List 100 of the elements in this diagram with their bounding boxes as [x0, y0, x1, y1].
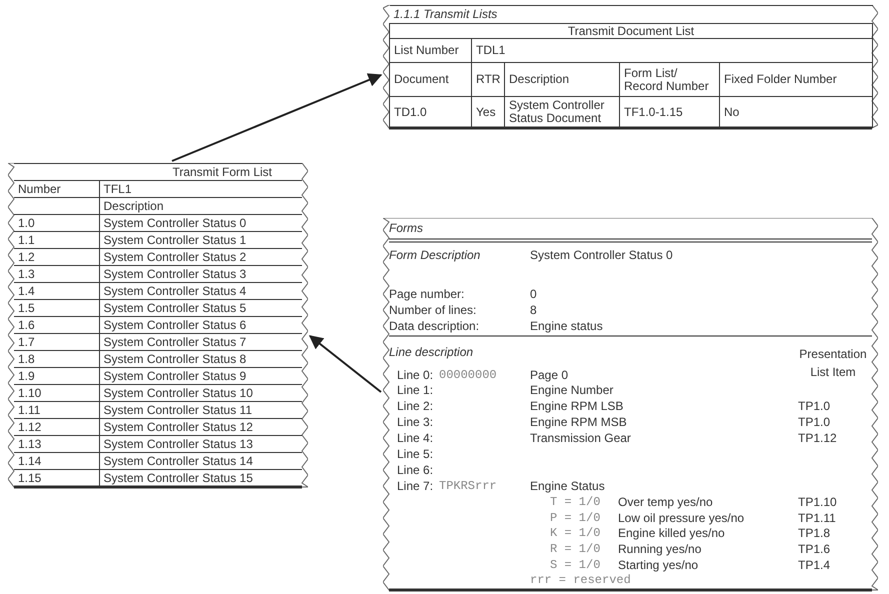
table-text: System Controller Status 9: [104, 368, 246, 382]
field-text: Page number:: [389, 287, 464, 302]
table-text: System Controller Status 14: [104, 454, 253, 468]
table-text: System Controller Status 1: [104, 232, 246, 246]
table-text: 1.12: [18, 420, 42, 434]
field-text: Engine Status: [530, 479, 605, 494]
field-text: TP1.0: [798, 415, 830, 430]
table-text: Form List/ Record Number: [624, 66, 709, 92]
table-text: TD1.0: [394, 104, 427, 118]
field-text: TP1.10: [798, 495, 837, 510]
field-text: Line 6:: [397, 463, 434, 478]
field-text: TP1.6: [798, 542, 830, 557]
table-text: 1.7: [18, 334, 35, 348]
table-text: System Controller Status Document: [509, 98, 604, 125]
field-text: Data description:: [389, 319, 480, 334]
field-text: TP1.12: [798, 431, 837, 446]
field-text: Transmission Gear: [530, 431, 631, 446]
field-text: Number of lines:: [389, 303, 476, 318]
field-text: Starting yes/no: [618, 558, 698, 573]
table-text: TDL1: [476, 43, 506, 57]
field-text: Presentation List Item: [798, 346, 868, 381]
table-text: System Controller Status 13: [104, 436, 253, 450]
table-text: System Controller Status 12: [104, 420, 253, 434]
field-text: Line 1:: [397, 383, 434, 398]
table-text: 1.4: [18, 284, 35, 298]
field-text: Engine RPM LSB: [530, 399, 624, 414]
section-heading: 1.1.1 Transmit Lists: [394, 7, 498, 21]
table-text: List Number: [394, 43, 459, 57]
field-text: Line 5:: [397, 447, 434, 462]
field-text: TP1.0: [798, 399, 830, 414]
code-text: R = 1/0: [550, 542, 600, 557]
field-text: TP1.11: [798, 511, 836, 526]
table-text: 1.3: [18, 266, 35, 280]
field-text: TP1.8: [798, 526, 830, 541]
table-text: 1.6: [18, 318, 35, 332]
table-text: 1.15: [18, 470, 42, 484]
section-heading: Form Description: [389, 248, 480, 263]
table-text: 1.5: [18, 300, 35, 314]
document-list-table: [383, 5, 878, 128]
table-text: RTR: [476, 72, 500, 86]
table-text: 1.10: [18, 386, 42, 400]
table-text: Fixed Folder Number: [724, 72, 837, 86]
field-text: Running yes/no: [618, 542, 702, 557]
code-text: P = 1/0: [550, 511, 600, 526]
code-text: K = 1/0: [550, 526, 600, 541]
table-text: Yes: [476, 104, 496, 118]
field-text: Engine Number: [530, 383, 614, 398]
section-heading: Forms: [389, 221, 423, 236]
arrow: [308, 335, 382, 393]
section-heading: Line description: [389, 345, 474, 360]
table-text: System Controller Status 11: [104, 402, 252, 416]
field-text: Page 0: [530, 368, 568, 383]
field-text: Line 4:: [397, 431, 434, 446]
code-text: rrr = reserved: [530, 573, 631, 588]
code-text: S = 1/0: [550, 558, 600, 573]
table-text: 1.11: [18, 402, 40, 416]
table-title: Transmit Document List: [568, 24, 694, 38]
table-title: Transmit Form List: [172, 164, 272, 178]
table-text: System Controller Status 7: [104, 334, 246, 348]
field-text: Engine RPM MSB: [530, 415, 627, 430]
field-text: Engine status: [530, 319, 603, 334]
table-text: 1.14: [18, 454, 42, 468]
field-text: Engine killed yes/no: [618, 526, 725, 541]
table-text: System Controller Status 2: [104, 250, 246, 264]
field-text: 8: [530, 303, 537, 318]
form-list-table: [8, 163, 308, 487]
table-text: 1.2: [18, 250, 35, 264]
table-text: System Controller Status 10: [104, 386, 253, 400]
table-text: 1.9: [18, 368, 35, 382]
field-text: Line 3:: [397, 415, 434, 430]
field-text: Line 7:: [397, 479, 434, 494]
table-text: System Controller Status 8: [104, 352, 246, 366]
table-text: System Controller Status 4: [104, 284, 246, 298]
table-text: 1.1: [18, 232, 35, 246]
field-text: System Controller Status 0: [530, 248, 673, 263]
field-text: TP1.4: [798, 558, 830, 573]
code-text: T = 1/0: [550, 495, 600, 510]
field-text: 0: [530, 287, 537, 302]
form-description-panel: [383, 218, 878, 590]
table-text: TF1.0-1.15: [624, 104, 683, 118]
table-text: System Controller Status 5: [104, 300, 246, 314]
table-text: System Controller Status 15: [104, 470, 253, 484]
table-text: System Controller Status 6: [104, 318, 246, 332]
table-text: Number: [18, 182, 61, 196]
table-text: 1.8: [18, 352, 35, 366]
table-text: 1.0: [18, 216, 35, 230]
table-text: No: [724, 104, 740, 118]
table-text: System Controller Status 0: [104, 216, 246, 230]
field-text: Line 0:: [397, 368, 434, 383]
field-text: Line 2:: [397, 399, 434, 414]
table-text: System Controller Status 3: [104, 266, 246, 280]
table-text: Document: [394, 72, 449, 86]
arrow: [172, 73, 382, 162]
table-text: 1.13: [18, 436, 42, 450]
code-text: TPKRSrrr: [439, 479, 497, 494]
field-text: Low oil pressure yes/no: [618, 511, 744, 526]
table-text: TFL1: [104, 182, 132, 196]
table-text: Description: [104, 198, 164, 212]
table-text: Description: [509, 72, 570, 86]
code-text: 00000000: [439, 368, 497, 383]
